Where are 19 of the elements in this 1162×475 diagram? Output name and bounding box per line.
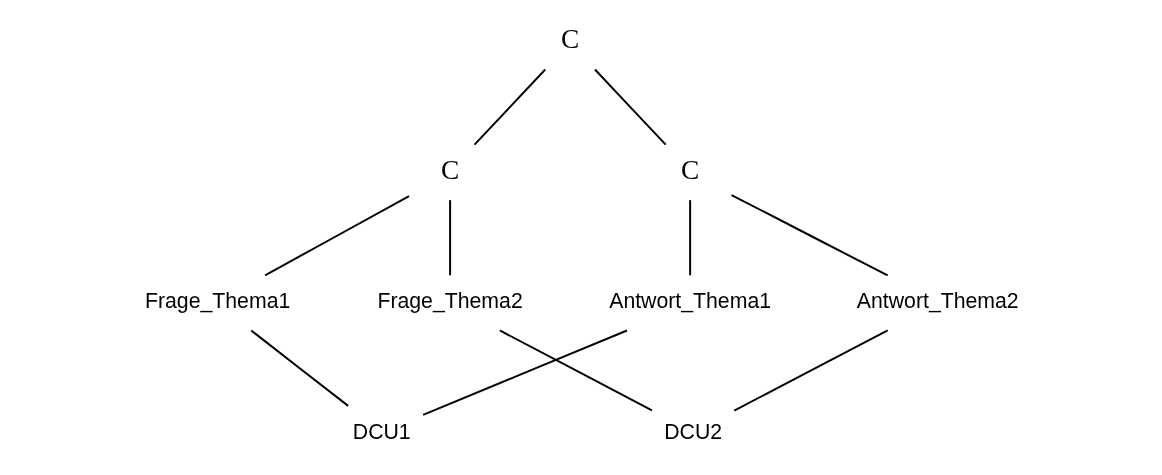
node-text: Antwort_Thema2: [856, 289, 1019, 314]
connector: [498, 329, 653, 412]
connector: [688, 199, 691, 277]
connector: [448, 199, 451, 277]
node-text: DCU1: [352, 420, 411, 445]
connector: [263, 195, 410, 277]
connector: [421, 329, 628, 416]
node-text: C: [680, 154, 699, 185]
connector: [732, 329, 889, 412]
connector: [249, 329, 349, 407]
node-text: Antwort_Thema1: [608, 289, 771, 314]
node-text: C: [560, 24, 579, 55]
node-text: C: [440, 154, 459, 185]
connector: [730, 194, 889, 277]
connector: [593, 68, 667, 146]
connector: [473, 68, 546, 146]
node-text: Frage_Thema2: [376, 289, 523, 314]
node-text: DCU2: [663, 420, 722, 445]
node-text: Frage_Thema1: [144, 289, 290, 314]
